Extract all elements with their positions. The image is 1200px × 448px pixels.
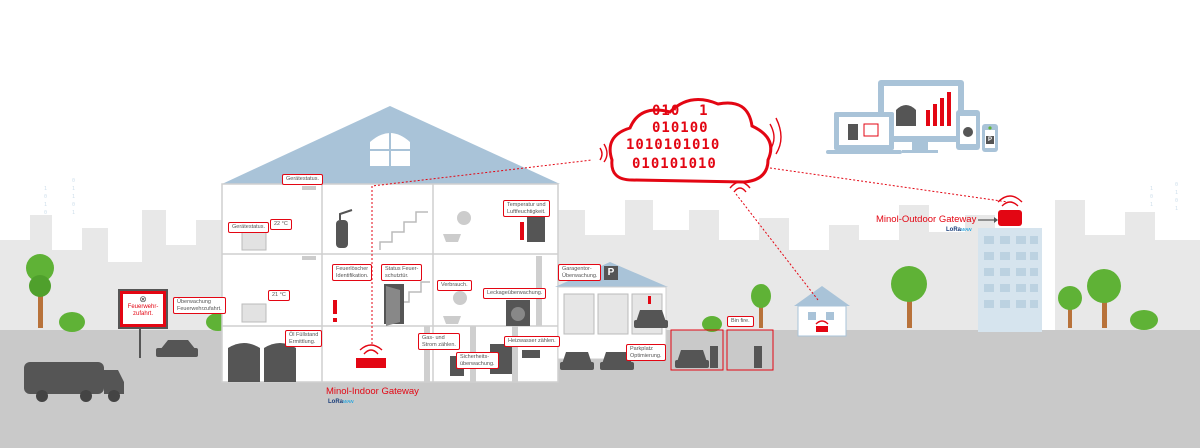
parked-cars — [156, 310, 709, 370]
label-garagentor: Garagentor- Überwachung. — [558, 264, 602, 281]
svg-text:1: 1 — [44, 202, 47, 208]
fire-lane-sign: ⊗ Feuerwehr- zufahrt. — [118, 289, 168, 329]
label-sicherheit: Sicherheits- überwachung. — [456, 352, 499, 369]
bush-left — [59, 312, 85, 332]
tree-right-1 — [891, 266, 927, 328]
svg-text:1: 1 — [1150, 202, 1153, 208]
label-geraetestatus-top: Gerätestatus. — [282, 174, 324, 185]
cloud-binary-row-2: 010100 — [652, 120, 709, 136]
svg-text:1: 1 — [72, 186, 75, 192]
svg-text:1: 1 — [44, 186, 47, 192]
indoor-gateway-title: Minol-Indoor Gateway — [326, 386, 419, 397]
fire-lane-sign-text: Feuerwehr- zufahrt. — [127, 304, 159, 317]
tree-mid — [751, 284, 771, 328]
label-temperatur: Temperatur und Luftfeuchtigkeit. — [503, 200, 550, 217]
svg-text:1: 1 — [1150, 186, 1153, 192]
charging-zone — [726, 329, 774, 371]
svg-text:1: 1 — [72, 210, 75, 216]
indoor-lora-text: LoRa — [328, 399, 343, 405]
cloud-shape — [608, 98, 773, 184]
binary-rain: 1 0 1 0 0 1 1 0 1 1 0 1 0 1 0 1 — [44, 178, 1178, 216]
svg-text:0: 0 — [1175, 182, 1178, 188]
parking-sign-device: P — [987, 137, 992, 143]
label-feuerschutztuer: Status Feuer- schutztür. — [381, 264, 423, 281]
svg-text:0: 0 — [72, 202, 75, 208]
bush-4 — [1130, 310, 1158, 330]
label-oelfuellstand: Öl Füllstand Ermittlung. — [285, 330, 323, 347]
outdoor-lora-logo: LoRaWAN — [946, 227, 972, 233]
charging-station-1 — [710, 346, 718, 368]
label-feuerloescher: Feuerlöscher Identifikation. — [332, 264, 373, 281]
cloud-binary-row-1: 010 1 — [652, 103, 709, 119]
label-parkplatz: Parkplatz Optimierung. — [626, 344, 666, 361]
parking-zone — [670, 329, 724, 371]
svg-text:0: 0 — [72, 178, 75, 184]
label-gas-strom: Gas- und Strom zählen. — [418, 333, 460, 350]
svg-text:1: 1 — [1175, 206, 1178, 212]
circle-x-icon: ⊗ — [139, 294, 147, 304]
outdoor-lora-text: LoRa — [946, 227, 961, 233]
bush-3 — [702, 316, 722, 332]
fire-sign-pole — [139, 324, 141, 358]
parking-sign: P — [607, 267, 615, 278]
cloud-binary-row-4: 010101010 — [632, 156, 717, 172]
tree-right-3 — [1087, 269, 1121, 328]
label-geraetestatus: Gerätestatus. — [228, 222, 270, 233]
label-heizwasser: Heizwasser zählen. — [504, 336, 560, 347]
tree-left — [26, 254, 54, 328]
outdoor-gateway-title: Minol-Outdoor Gateway — [876, 214, 977, 225]
office-tower — [978, 210, 1042, 332]
signal-waves — [359, 117, 1023, 355]
label-verbrauch: Verbrauch. — [437, 280, 472, 291]
svg-text:1: 1 — [1175, 190, 1178, 196]
small-house — [794, 286, 850, 337]
svg-text:0: 0 — [44, 210, 47, 216]
label-temp-1: 22 °C — [270, 219, 292, 230]
label-temp-2: 21 °C — [268, 290, 290, 301]
svg-text:0: 0 — [1175, 198, 1178, 204]
label-feuerwehrzufahrt: Überwachung Feuerwehrzufahrt. — [173, 297, 226, 314]
main-house — [221, 106, 560, 383]
tanker-truck — [24, 362, 124, 402]
svg-text:0: 0 — [1150, 194, 1153, 200]
svg-text:1: 1 — [72, 194, 75, 200]
label-leckage: Leckageüberwachung. — [483, 288, 547, 299]
data-links — [371, 159, 1009, 344]
tree-right-2 — [1058, 286, 1082, 328]
label-bin-fire: Bin fire. — [727, 316, 754, 327]
devices-group — [826, 80, 998, 154]
indoor-lora-sub: WAN — [343, 399, 354, 404]
indoor-lora-logo: LoRaWAN — [328, 399, 354, 405]
charging-station-2 — [754, 346, 762, 368]
outdoor-lora-sub: WAN — [961, 227, 972, 232]
svg-text:0: 0 — [44, 194, 47, 200]
cloud-binary-row-3: 1010101010 — [626, 137, 721, 153]
